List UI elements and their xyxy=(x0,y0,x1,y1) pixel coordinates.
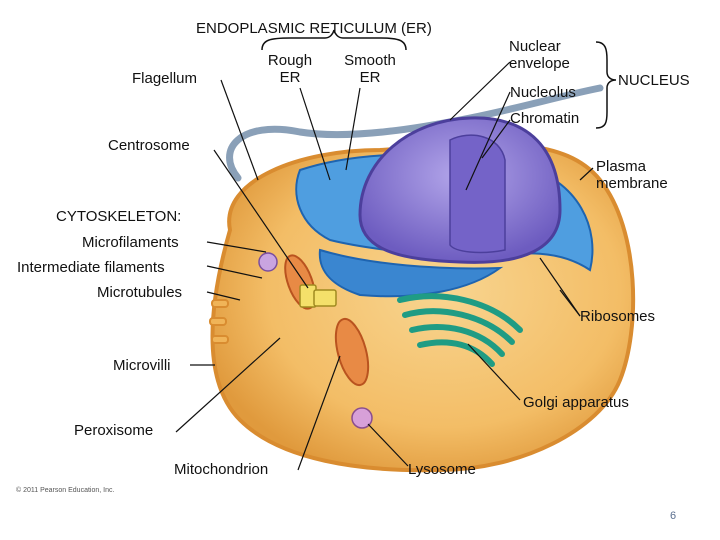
rough-er-label: Rough ER xyxy=(267,52,313,86)
smooth-er-label: Smooth ER xyxy=(344,52,396,86)
nucleus-bracket xyxy=(595,41,617,129)
intermediate-filaments-label: Intermediate filaments xyxy=(17,259,165,276)
ribosomes-label: Ribosomes xyxy=(580,308,656,325)
copyright-text: © 2011 Pearson Education, Inc. xyxy=(16,487,115,494)
nucleolus xyxy=(449,134,506,254)
plasma-membrane-label: Plasma membrane xyxy=(596,158,668,192)
microvilli xyxy=(209,299,229,344)
microvilli-label: Microvilli xyxy=(113,357,171,374)
nucleus xyxy=(358,116,562,264)
peroxisome-label: Peroxisome xyxy=(74,422,154,439)
er-bracket xyxy=(261,29,407,51)
nucleolus-label: Nucleolus xyxy=(510,84,576,101)
leader-lines xyxy=(175,61,594,471)
lysosome-label: Lysosome xyxy=(408,461,476,478)
centrosome-label: Centrosome xyxy=(108,137,190,154)
er-title: ENDOPLASMIC RETICULUM (ER) xyxy=(196,20,432,37)
lysosome xyxy=(351,407,373,429)
mitochondria xyxy=(284,254,370,387)
nucleus-label: NUCLEUS xyxy=(618,72,690,89)
flagellum xyxy=(226,84,604,182)
mitochondrion-label: Mitochondrion xyxy=(174,461,269,478)
microfilaments-label: Microfilaments xyxy=(82,234,179,251)
cytoskeleton-label: CYTOSKELETON: xyxy=(56,208,182,225)
golgi-apparatus xyxy=(397,293,523,367)
microtubules-label: Microtubules xyxy=(97,284,183,301)
chromatin-label: Chromatin xyxy=(510,110,580,127)
page-number: 6 xyxy=(670,510,677,522)
peroxisome xyxy=(258,252,278,272)
flagellum-label: Flagellum xyxy=(132,70,198,87)
nuclear-envelope-label: Nuclear envelope xyxy=(509,38,570,72)
golgi-apparatus-label: Golgi apparatus xyxy=(523,394,629,411)
centrosome xyxy=(299,284,337,308)
